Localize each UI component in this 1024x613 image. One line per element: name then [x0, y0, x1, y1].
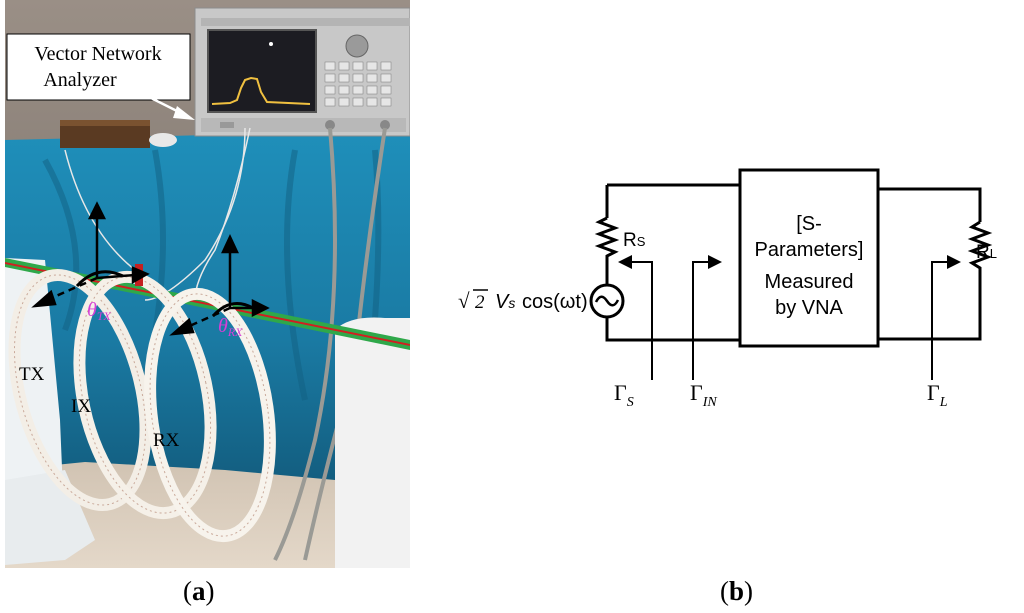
foam-block-right: [335, 317, 410, 568]
vna-knob: [345, 34, 369, 58]
mouse: [149, 133, 177, 147]
svg-text:cos(ωt): cos(ωt): [522, 291, 588, 313]
callout-arrow: [122, 82, 184, 116]
gamma-in-label: ΓIN: [690, 380, 717, 410]
wire-top-right: [878, 187, 982, 222]
rx-axes: [169, 234, 270, 336]
vector-network-analyzer: [194, 7, 410, 137]
gamma-s-label: ΓS: [614, 380, 634, 410]
coil-tx: [8, 268, 152, 512]
wire-bottom-right: [878, 278, 982, 341]
coil-ix: [73, 270, 217, 520]
theta-tx-label: θTX: [87, 299, 112, 323]
wire-left-bottom: [605, 317, 740, 342]
svg-text:Parameters]: Parameters]: [755, 239, 864, 261]
vna-port-1: [325, 120, 335, 130]
circuit-diagram: [S- Parameters] Measured by VNA RS RL √ …: [458, 168, 997, 410]
resistor-rl: [967, 220, 993, 278]
sine-icon: [594, 295, 620, 307]
photo-panel: θTX θRX TX IX RX Vector Network Analyzer: [5, 0, 410, 568]
gamma-in-arrow: [692, 255, 722, 380]
coil-label-ix: IX: [71, 396, 91, 417]
svg-text:[S-: [S-: [796, 213, 822, 235]
caption-b: (b): [720, 576, 754, 606]
theta-rx-label: θRX: [218, 315, 243, 339]
rl-label: RL: [976, 242, 997, 263]
svg-text:Measured: Measured: [765, 271, 854, 293]
svg-text:Analyzer: Analyzer: [43, 69, 117, 91]
gamma-l-label: ΓL: [927, 380, 948, 410]
gamma-s-arrow: [618, 255, 653, 380]
rs-label: RS: [623, 230, 646, 251]
coil-rx: [144, 287, 276, 543]
resistor-rs: [594, 216, 620, 260]
vna-callout: Vector Network Analyzer: [6, 33, 195, 120]
s-parameter-box: [738, 168, 880, 348]
svg-text:√: √: [458, 289, 470, 313]
gamma-l-arrow: [931, 255, 961, 380]
vna-port-2: [380, 120, 390, 130]
vna-screen: [207, 29, 317, 113]
coil-label-tx: TX: [19, 364, 45, 385]
svg-text:by VNA: by VNA: [775, 297, 843, 319]
coil-label-rx: RX: [153, 430, 180, 451]
caption-a: (a): [183, 576, 215, 606]
thin-wire-2: [194, 127, 251, 301]
svg-text:Vs: Vs: [495, 291, 515, 313]
source-label: √ 2 Vs cos(ωt): [458, 289, 588, 313]
s-parameter-box-text: [S- Parameters] Measured by VNA: [755, 213, 864, 319]
svg-text:2: 2: [475, 292, 485, 313]
cable-1: [273, 127, 337, 561]
vna-trace: [211, 76, 311, 105]
tx-axes: [31, 201, 150, 308]
svg-text:Vector Network: Vector Network: [34, 43, 161, 65]
